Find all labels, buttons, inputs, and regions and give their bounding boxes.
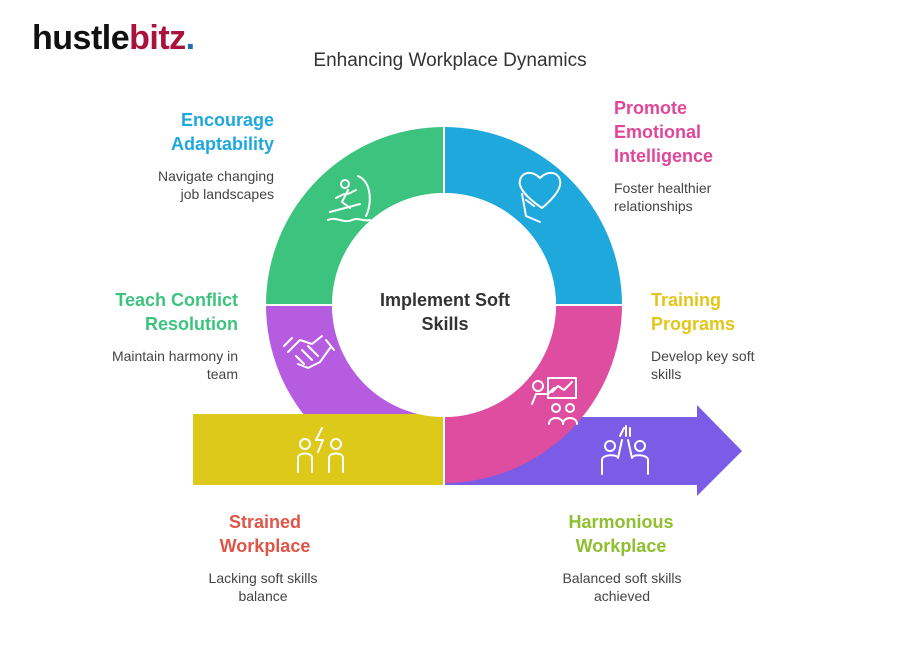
label-emotional-line2: Emotional: [614, 122, 702, 142]
label-training-line1: Training: [651, 290, 722, 310]
center-label-line2: Skills: [421, 314, 469, 334]
desc-conflict-resolution: Maintain harmony in team: [58, 347, 238, 383]
desc-conflict-line2: team: [206, 366, 238, 382]
label-harmonious-line2: Workplace: [575, 536, 667, 556]
center-circle: [332, 193, 556, 417]
desc-harmonious-line2: achieved: [593, 588, 651, 604]
desc-training-line1: Develop key soft: [651, 348, 755, 364]
center-label-line1: Implement Soft: [379, 290, 510, 310]
label-strained-line2: Workplace: [219, 536, 311, 556]
heart-in-hand-icon: [518, 172, 562, 223]
desc-emotional-intelligence: Foster healthier relationships: [614, 179, 814, 215]
label-harmonious-line1: Harmonious: [568, 512, 674, 532]
brand-logo: hustlebitz.: [32, 18, 195, 58]
desc-adaptability-line2: job landscapes: [180, 186, 274, 202]
desc-strained-workplace: Lacking soft skills balance: [163, 569, 363, 605]
label-training-line2: Programs: [651, 314, 736, 334]
label-harmonious-workplace: Harmonious Workplace: [521, 510, 721, 558]
presentation-trainer-icon: [531, 377, 578, 425]
label-adaptability-line1: Encourage: [180, 110, 274, 130]
label-conflict-line2: Resolution: [145, 314, 238, 334]
label-emotional-intelligence: Promote Emotional Intelligence: [614, 96, 814, 168]
segment-adaptability: [266, 127, 444, 305]
brand-logo-part2: bitz: [129, 19, 186, 57]
surfer-on-wave-icon: [327, 175, 371, 223]
diagram-title: Enhancing Workplace Dynamics: [313, 50, 587, 71]
desc-emotional-line1: Foster healthier: [614, 180, 712, 196]
label-emotional-line3: Intelligence: [614, 146, 714, 166]
label-conflict-resolution: Teach Conflict Resolution: [58, 288, 238, 336]
label-strained-workplace: Strained Workplace: [165, 510, 365, 558]
brand-logo-part1: hustle: [32, 19, 130, 57]
desc-conflict-line1: Maintain harmony in: [111, 348, 238, 364]
label-conflict-line1: Teach Conflict: [115, 290, 238, 310]
brand-logo-dot: .: [185, 19, 195, 57]
conflict-people-icon: [297, 427, 344, 473]
label-emotional-line1: Promote: [614, 98, 688, 118]
segment-training-programs: [444, 305, 622, 483]
desc-training-line2: skills: [651, 366, 682, 382]
handshake-icon: [283, 335, 335, 369]
desc-adaptability: Navigate changing job landscapes: [104, 167, 274, 203]
label-adaptability-line2: Adaptability: [170, 134, 274, 154]
desc-strained-line2: balance: [238, 588, 288, 604]
segment-emotional-intelligence: [444, 127, 622, 305]
label-adaptability: Encourage Adaptability: [104, 108, 274, 156]
label-strained-line1: Strained: [228, 512, 302, 532]
center-label: Implement Soft Skills: [355, 288, 535, 336]
desc-harmonious-workplace: Balanced soft skills achieved: [522, 569, 722, 605]
desc-emotional-line2: relationships: [614, 198, 693, 214]
desc-harmonious-line1: Balanced soft skills: [562, 570, 682, 586]
desc-adaptability-line1: Navigate changing: [158, 168, 274, 184]
label-training-programs: Training Programs: [651, 288, 851, 336]
desc-strained-line1: Lacking soft skills: [208, 570, 318, 586]
high-five-icon: [601, 425, 649, 475]
desc-training-programs: Develop key soft skills: [651, 347, 851, 383]
